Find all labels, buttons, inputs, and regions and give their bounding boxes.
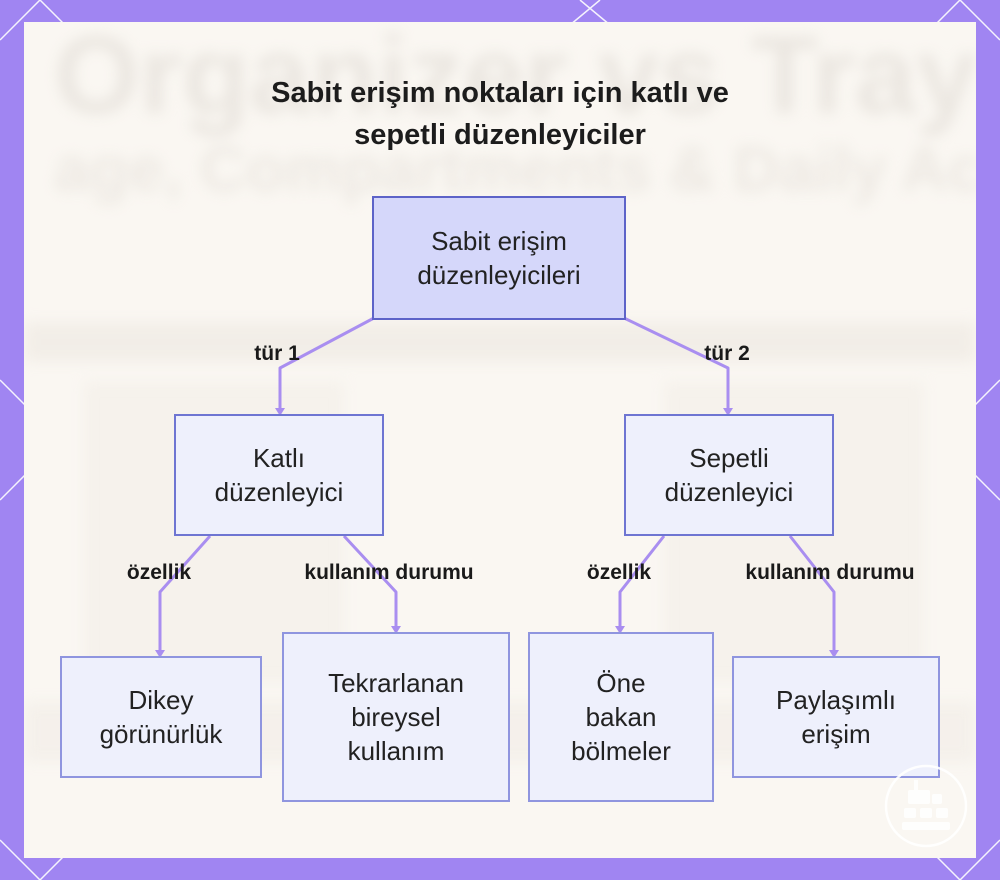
connector-lines <box>155 316 839 658</box>
node-root-label: Sabit erişim düzenleyicileri <box>417 226 581 290</box>
connector-basket-front <box>618 535 666 630</box>
node-basket-organizer: Sepetli düzenleyici <box>624 414 834 536</box>
background-shelf <box>24 322 976 362</box>
connector-tiered-repeated <box>342 534 398 630</box>
connector-root-tiered <box>278 316 375 412</box>
arrowhead <box>723 408 733 416</box>
connector-basket-shared <box>788 535 836 654</box>
content-panel: Organizer vs Tray age, Compartments & Da… <box>24 22 976 858</box>
diagram-title: Sabit erişim noktaları için katlı ve sep… <box>24 72 976 156</box>
background-ghost-subheading: age, Compartments & Daily Ac <box>54 133 976 205</box>
arrowhead <box>391 626 401 634</box>
organizer-logo-icon <box>884 764 968 848</box>
edge-label-usage-right: kullanım durumu <box>745 561 915 584</box>
arrowhead <box>275 408 285 416</box>
edge-label-type2: tür 2 <box>704 342 750 365</box>
node-tiered-label: Katlı düzenleyici <box>214 443 344 507</box>
edge-label-usage-left: kullanım durumu <box>304 561 474 584</box>
title-line-2: sepetli düzenleyiciler <box>354 119 646 151</box>
connector-tiered-vertical <box>158 535 212 654</box>
background-ghost-heading: Organizer vs Tray <box>54 22 976 137</box>
node-repeated-individual-use: Tekrarlanan bireysel kullanım <box>282 632 510 802</box>
edge-label-feature-left: özellik <box>126 561 192 584</box>
connector-root-basket <box>623 316 730 412</box>
node-basket-label: Sepetli düzenleyici <box>664 443 794 507</box>
node-vertical-visibility-label: Dikey görünürlük <box>99 685 223 749</box>
edge-label-feature-right: özellik <box>586 561 652 584</box>
node-tiered-organizer: Katlı düzenleyici <box>174 414 384 536</box>
node-front-compartments-label: Öne bakan bölmeler <box>571 668 671 766</box>
edge-label-type1: tür 1 <box>254 342 300 365</box>
node-shared-access-label: Paylaşımlı erişim <box>776 685 896 749</box>
node-root: Sabit erişim düzenleyicileri <box>372 196 626 320</box>
title-line-1: Sabit erişim noktaları için katlı ve <box>271 77 729 109</box>
node-front-compartments: Öne bakan bölmeler <box>528 632 714 802</box>
arrowhead <box>829 650 839 658</box>
node-shared-access: Paylaşımlı erişim <box>732 656 940 778</box>
node-vertical-visibility: Dikey görünürlük <box>60 656 262 778</box>
node-repeated-individual-label: Tekrarlanan bireysel kullanım <box>328 668 464 766</box>
arrowhead <box>155 650 165 658</box>
arrowhead <box>615 626 625 634</box>
